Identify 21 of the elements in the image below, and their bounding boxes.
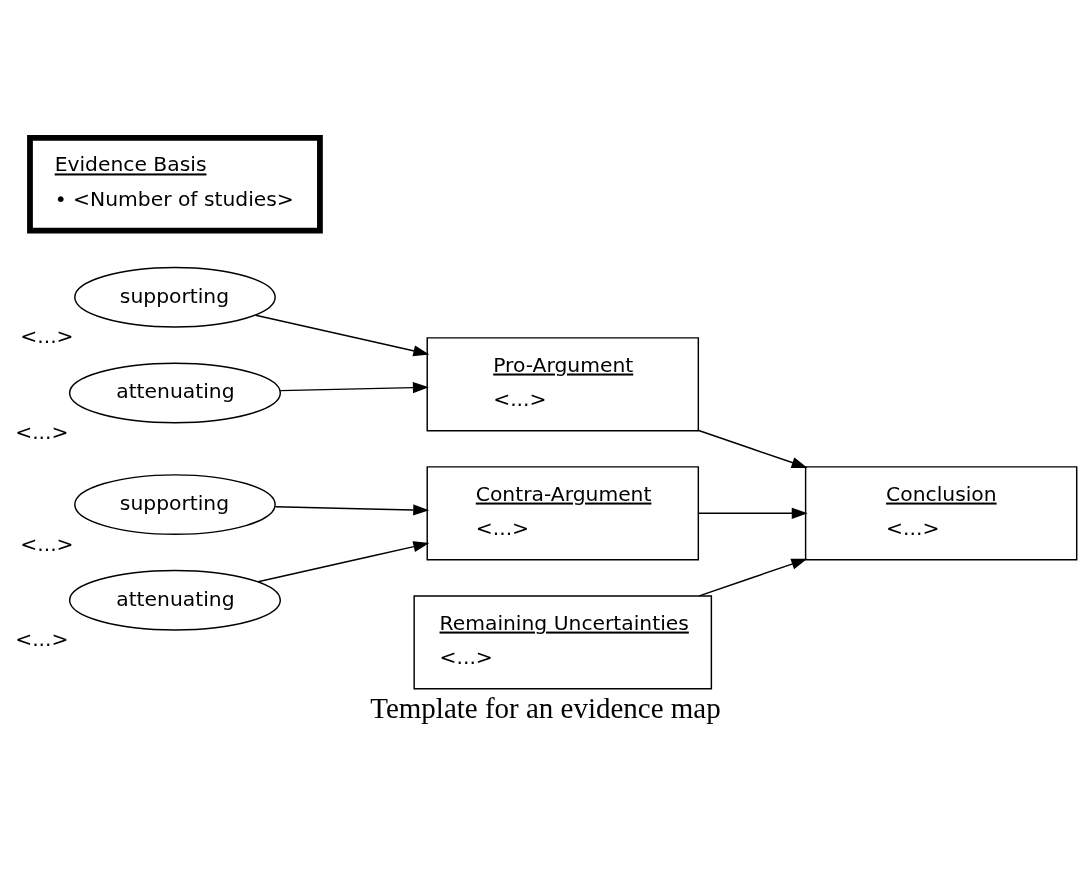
arrow: [274, 503, 430, 516]
arrow: [698, 558, 808, 597]
node-box: Conclusion <...>: [804, 465, 1078, 560]
arrow: [254, 313, 430, 356]
node-box: Evidence Basis • <Number of studies>: [27, 134, 323, 233]
node-label: <...>: [20, 531, 74, 556]
node-box: Contra-Argument <...>: [426, 465, 700, 560]
node-label: <...>: [15, 419, 69, 444]
arrow: [279, 381, 429, 393]
arrow: [698, 429, 808, 468]
arrow: [698, 507, 808, 519]
arrow: [257, 540, 430, 583]
node-ellipse: supporting: [74, 266, 276, 328]
node-label: <...>: [20, 323, 74, 348]
node-ellipse: attenuating: [68, 569, 282, 631]
caption: Template for an evidence map: [370, 691, 721, 724]
node-box: Pro-Argument <...>: [426, 336, 700, 431]
node-label: <...>: [15, 626, 69, 651]
node-ellipse: attenuating: [68, 362, 282, 423]
node-box: Remaining Uncertainties <...>: [413, 594, 713, 689]
node-ellipse: supporting: [74, 473, 276, 535]
